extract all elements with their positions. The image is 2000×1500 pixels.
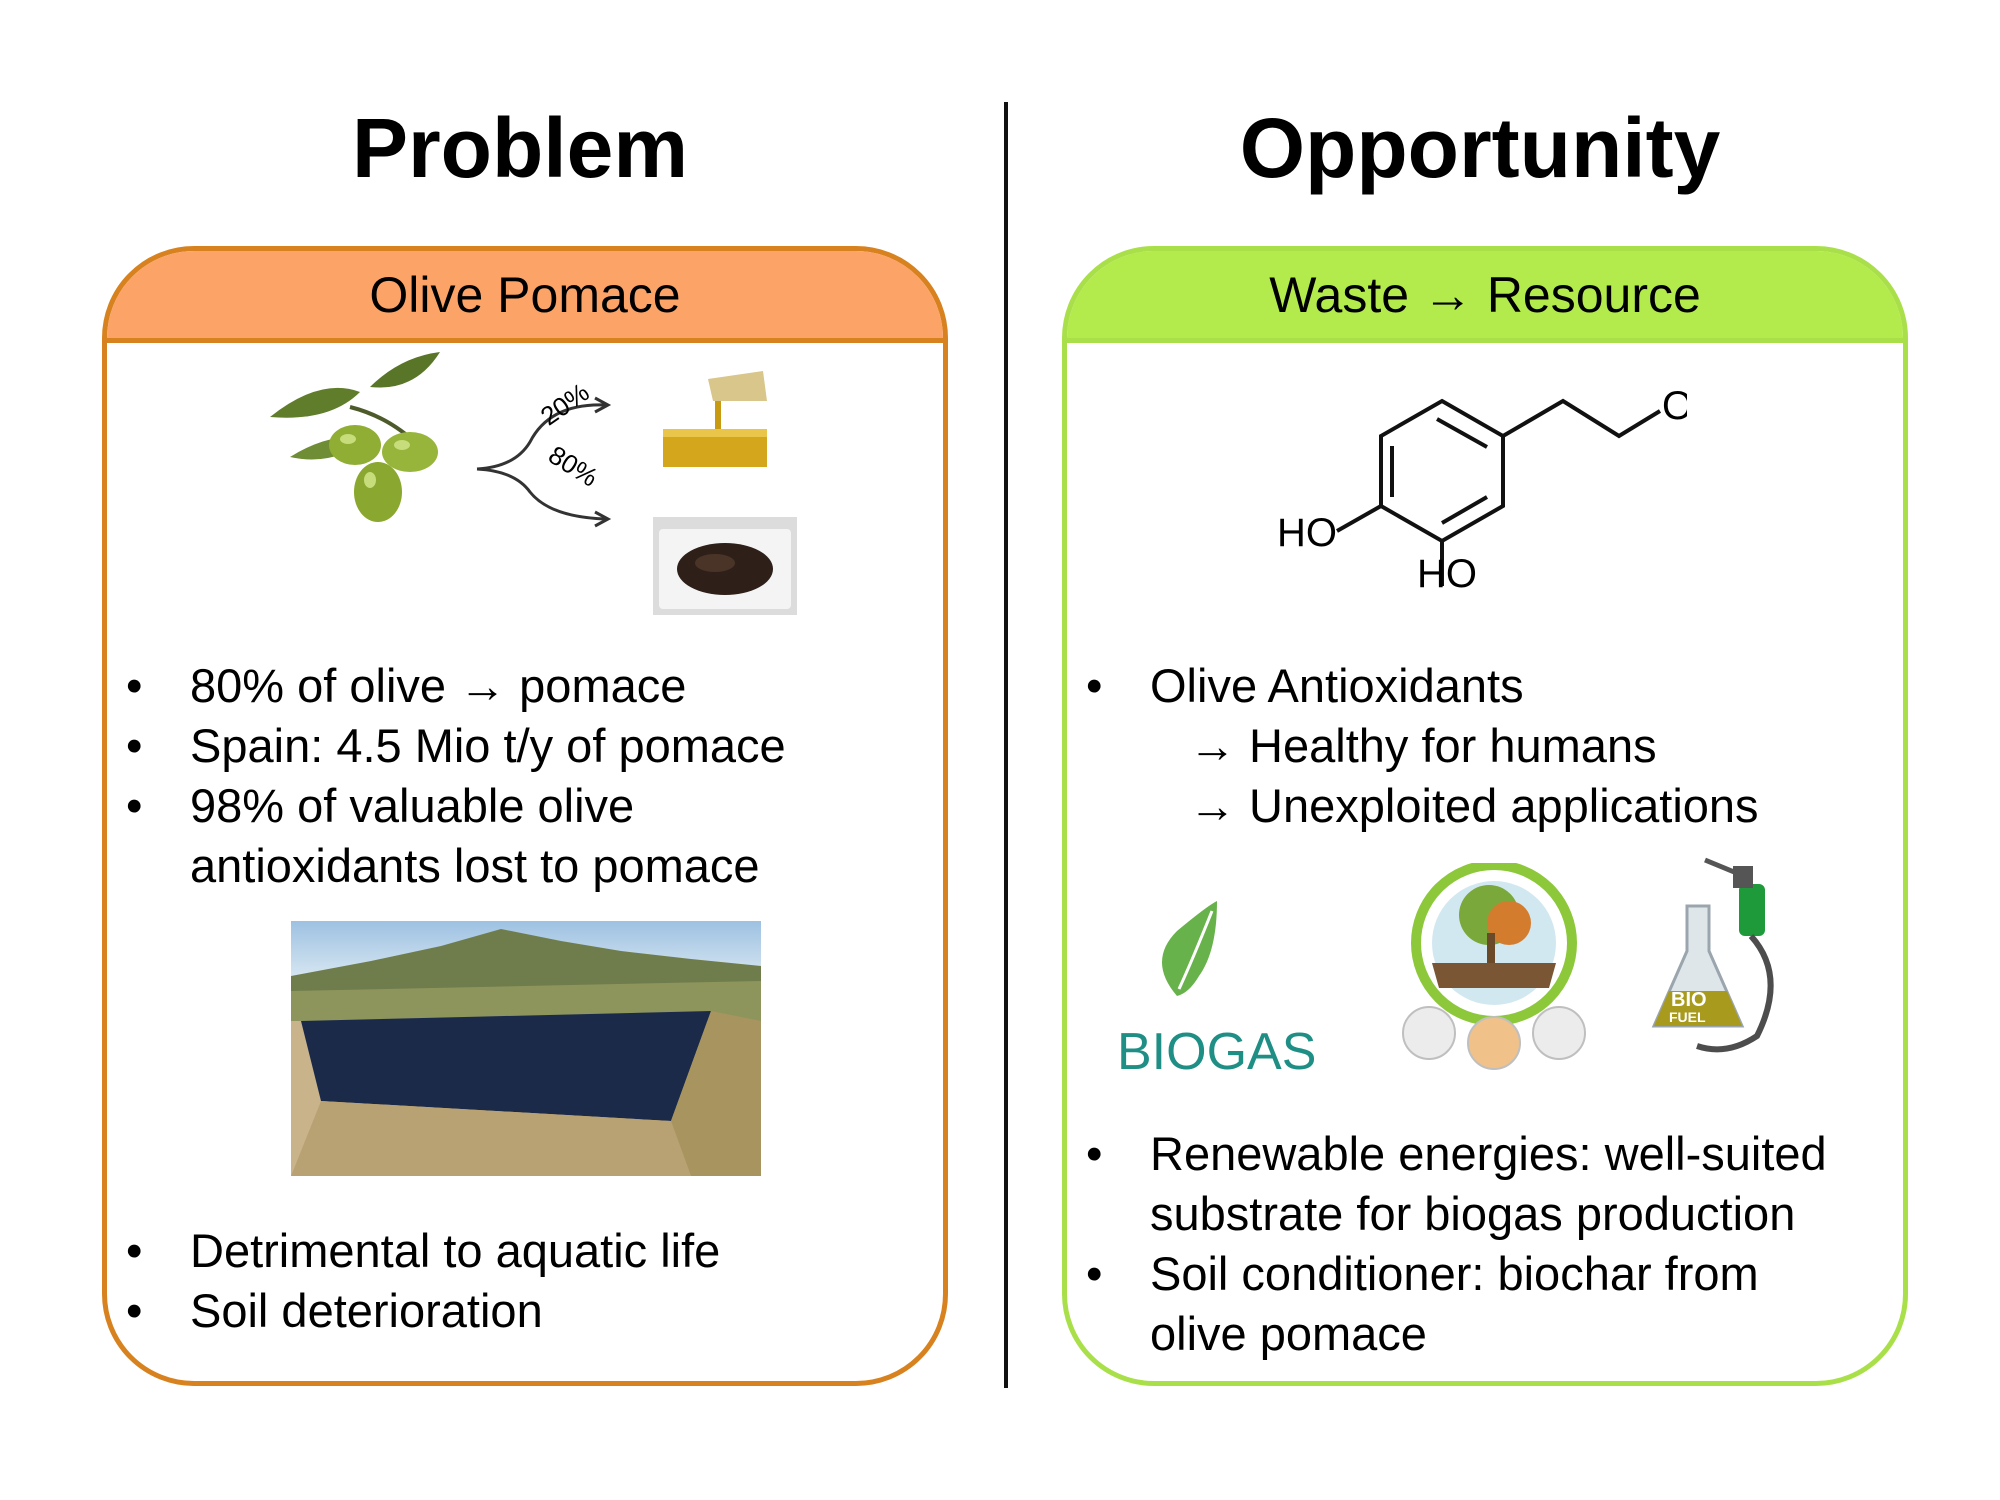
bullet-marker: • [126,719,143,772]
biofuel-label-top: BIO [1671,989,1707,1011]
bullet-text: Renewable energies: well-suited [1150,1127,1827,1180]
hydroxyl-label-bottom: HO [1417,552,1477,591]
biofuel-label-bottom: FUEL [1669,1009,1706,1025]
bullet-marker: • [1086,1127,1103,1180]
opportunity-antioxidant-bullets: • Olive Antioxidants → Healthy for humans… [1067,656,1903,836]
biogas-logo: BIOGAS [1117,901,1316,1081]
subitem-text: → Unexploited applications [1189,779,1759,832]
biogas-logo-text: BIOGAS [1117,1023,1316,1081]
problem-bullets-bottom: • Detrimental to aquatic life • Soil deter… [107,1221,943,1341]
olive-branch-image [270,352,440,522]
hydroxyl-label-top: OH [1662,384,1687,428]
bullet-marker: • [126,659,143,712]
problem-bullets-top: • 80% of olive → pomace • Spain: 4.5 Mio t… [107,656,943,896]
subitem-text: → Healthy for humans [1189,719,1657,772]
list-item-continuation: antioxidants lost to pomace [107,836,943,896]
bullet-marker: • [126,779,143,832]
list-item: • Detrimental to aquatic life [107,1221,943,1281]
list-item: • Soil conditioner: biochar from [1067,1244,1903,1304]
bullet-marker: • [1086,1247,1103,1300]
problem-panel: Olive Pomace 20% 80% •80% of oliv [102,246,948,1386]
opportunity-bullets-bottom: • Renewable energies: well-suited substra… [1067,1124,1903,1364]
problem-panel-header: Olive Pomace [107,251,943,343]
olive-pomace-image [653,517,797,615]
biofuel-pump-icon: BIO FUEL [1651,857,1774,1053]
bullet-marker: • [1086,659,1103,712]
opportunity-panel-header: Waste → Resource [1067,251,1903,343]
bullet-text: 80% of olive → pomace [190,659,687,712]
center-divider [1004,102,1008,1388]
bullet-marker: • [126,1224,143,1277]
list-subitem: → Unexploited applications [1067,776,1903,836]
list-item: • 98% of valuable olive [107,776,943,836]
soil-cycle-icon [1402,863,1586,1070]
hydroxyl-label-middle: HO [1277,511,1337,555]
olive-oil-pour-image [653,371,767,467]
bullet-text: Spain: 4.5 Mio t/y of pomace [190,719,786,772]
list-item: • Olive Antioxidants [1067,656,1903,716]
opportunity-heading: Opportunity [1239,101,1721,195]
problem-heading: Problem [351,101,689,195]
list-item: • 80% of olive → pomace [107,656,943,716]
bullet-text: olive pomace [1150,1307,1427,1360]
split-arrows [476,396,612,528]
bullet-text: substrate for biogas production [1150,1187,1796,1240]
list-item: • Renewable energies: well-suited [1067,1124,1903,1184]
wastewater-pond-photo [291,921,761,1176]
list-item: • Spain: 4.5 Mio t/y of pomace [107,716,943,776]
list-item: • Soil deterioration [107,1281,943,1341]
bullet-text: 98% of valuable olive [190,779,635,832]
bullet-text: antioxidants lost to pomace [190,839,760,892]
bullet-text: Soil conditioner: biochar from [1150,1247,1759,1300]
list-item-continuation: substrate for biogas production [1067,1184,1903,1244]
opportunity-panel: Waste → Resource OH HO HO • Olive Antioxi… [1062,246,1908,1386]
bullet-text: Soil deterioration [190,1284,543,1337]
list-item-continuation: olive pomace [1067,1304,1903,1364]
bullet-marker: • [126,1284,143,1337]
bullet-text: Olive Antioxidants [1150,659,1524,712]
hydroxytyrosol-structure: OH HO HO [1277,384,1687,591]
list-subitem: → Healthy for humans [1067,716,1903,776]
bullet-text: Detrimental to aquatic life [190,1224,721,1277]
